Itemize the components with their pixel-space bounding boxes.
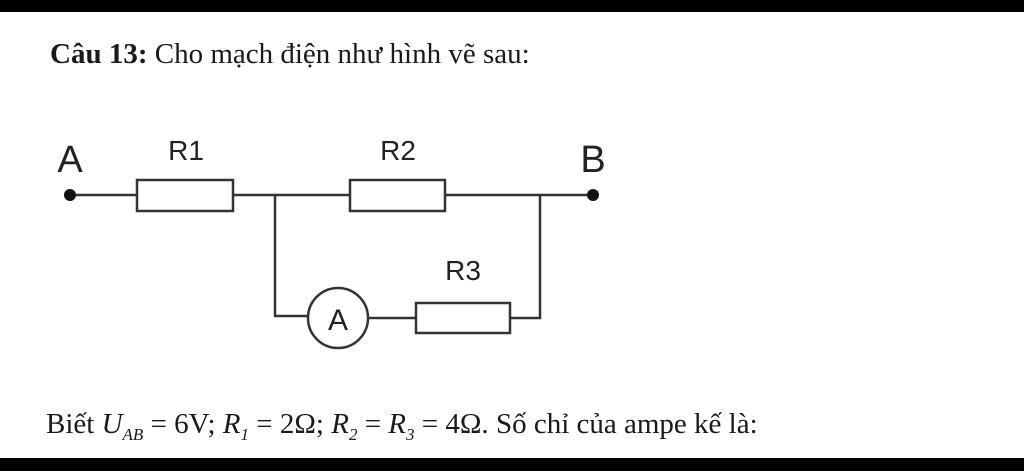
- resistor-r1: [135, 178, 235, 213]
- ammeter-label: A: [328, 304, 348, 337]
- r1-label: R1: [168, 135, 204, 166]
- given-values: Biết UAB = 6V; R1 = 2Ω; R2 = R3 = 4Ω. Số…: [46, 408, 758, 444]
- question-prompt: Cho mạch điện như hình vẽ sau:: [154, 38, 530, 70]
- question-title: Câu 13: Cho mạch điện như hình vẽ sau:: [50, 38, 530, 71]
- resistor-r3: [414, 301, 512, 335]
- wire: [273, 195, 308, 318]
- question-number: Câu 13:: [50, 38, 148, 70]
- bottom-border: [0, 458, 1024, 471]
- node-b-dot: [587, 189, 599, 201]
- resistor-r2: [348, 178, 447, 213]
- r3-label: R3: [445, 255, 481, 286]
- wire: [510, 195, 542, 320]
- r2-label: R2: [380, 135, 416, 166]
- top-border: [0, 0, 1024, 12]
- node-a-dot: [64, 189, 76, 201]
- node-b-label: B: [580, 139, 605, 181]
- node-a-label: A: [57, 139, 83, 181]
